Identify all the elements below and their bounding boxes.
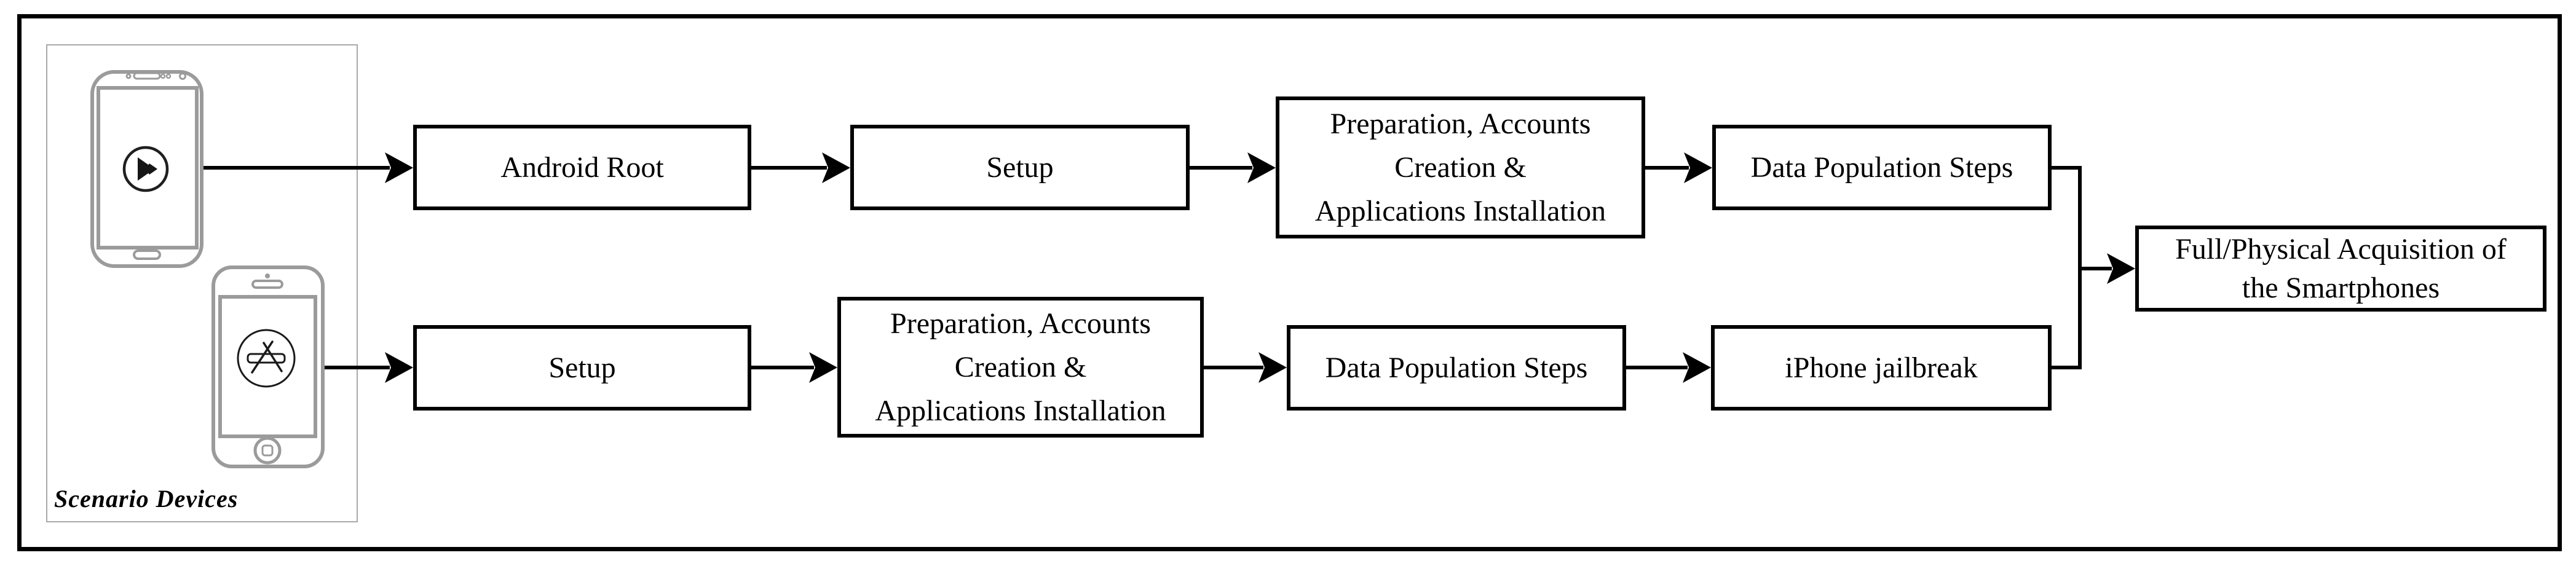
iphone-illustration bbox=[211, 265, 325, 468]
step-data-population-iphone: Data Population Steps bbox=[1287, 325, 1626, 411]
step-label-line: Preparation, Accounts bbox=[1330, 107, 1591, 140]
step-label-line: Applications Installation bbox=[1314, 195, 1606, 228]
step-label: Data Population Steps bbox=[1750, 151, 2013, 184]
scenario-devices-label: Scenario Devices bbox=[54, 485, 239, 513]
home-button-icon bbox=[253, 436, 282, 465]
app-store-icon bbox=[237, 329, 296, 388]
sensor-dot-icon bbox=[125, 73, 132, 79]
sensor-dot-icon bbox=[160, 73, 166, 79]
step-label-line: the Smartphones bbox=[2242, 272, 2440, 304]
step-label: Android Root bbox=[500, 151, 664, 184]
step-setup-iphone: Setup bbox=[413, 325, 751, 411]
step-label: Setup bbox=[548, 351, 616, 384]
step-label-line: Full/Physical Acquisition of bbox=[2175, 232, 2507, 265]
iphone-screen bbox=[218, 295, 317, 438]
step-full-physical-acquisition: Full/Physical Acquisition of the Smartph… bbox=[2135, 226, 2546, 312]
google-play-icon bbox=[122, 146, 169, 192]
step-label: iPhone jailbreak bbox=[1785, 351, 1978, 384]
step-data-population-android: Data Population Steps bbox=[1712, 125, 2052, 210]
home-button-square-icon bbox=[261, 444, 274, 457]
step-iphone-jailbreak: iPhone jailbreak bbox=[1711, 325, 2052, 411]
step-preparation-iphone: Preparation, Accounts Creation & Applica… bbox=[837, 297, 1204, 438]
step-label-line: Applications Installation bbox=[875, 395, 1166, 428]
android-phone-illustration bbox=[90, 70, 203, 268]
step-setup-android: Setup bbox=[850, 125, 1190, 210]
step-label-line: Creation & bbox=[1394, 151, 1527, 184]
step-preparation-android: Preparation, Accounts Creation & Applica… bbox=[1276, 96, 1645, 238]
earpiece-speaker-icon bbox=[251, 280, 283, 289]
iphone-body bbox=[211, 265, 325, 468]
step-label-line: Preparation, Accounts bbox=[890, 307, 1151, 340]
sensor-dot-icon bbox=[165, 73, 172, 79]
front-camera-icon bbox=[179, 73, 186, 80]
step-label-line: Creation & bbox=[954, 350, 1087, 383]
step-label: Setup bbox=[986, 151, 1054, 184]
step-android-root: Android Root bbox=[413, 125, 751, 210]
step-label: Data Population Steps bbox=[1325, 351, 1588, 384]
home-button-icon bbox=[133, 250, 161, 260]
earpiece-speaker-icon bbox=[133, 72, 161, 80]
front-camera-icon bbox=[265, 273, 270, 278]
